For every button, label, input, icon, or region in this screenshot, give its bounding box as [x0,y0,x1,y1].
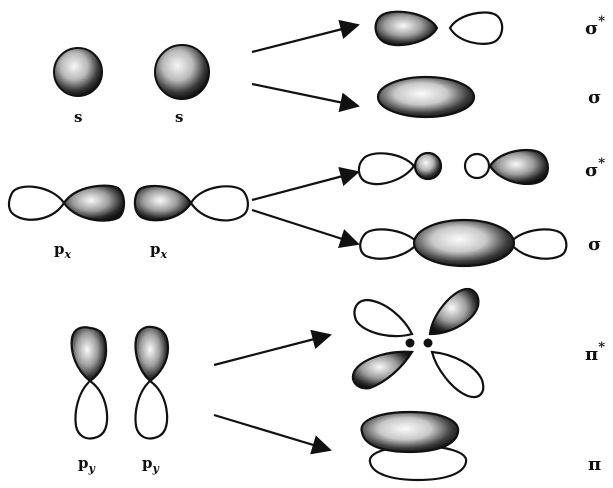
label-sigma-star-s: σ* [585,14,605,39]
s-orbital-right [154,44,210,100]
label-px-left: px [54,240,72,261]
label-s-left: s [74,108,82,126]
py-right-lobe-open [134,379,169,440]
sigma-star-s-lobe-open [448,11,504,45]
sigma-p-lobe-left-open [359,228,420,260]
arrow-to-pi [213,413,332,455]
sigma-star-p-ball-shaded [413,151,443,181]
sigma-star-p-lobe-open [357,152,416,186]
py-right-lobe-shaded [134,325,170,383]
label-s-right: s [175,108,183,126]
sigma-p-lobe-right-open [508,228,568,260]
label-px-right: px [150,240,168,261]
label-pi-star: π* [585,340,605,365]
sigma-p-center-shaded [412,218,516,268]
py-left-lobe-open [74,379,109,440]
label-sigma-p: σ [588,234,601,255]
label-py-left: py [78,454,97,475]
pi-star-lobe-lower-right-open [430,350,485,399]
px-right-lobe-shaded [133,184,193,222]
arrow-to-pi-star [213,329,332,367]
pi-star-lobe-upper-left-open [353,298,414,338]
label-py-right: py [142,454,161,475]
s-orbital-left [53,47,103,97]
pi-star-node-dot-left [405,338,415,348]
py-left-lobe-shaded [70,326,108,383]
arrow-to-sigma-star-p [251,166,360,202]
sigma-star-s-lobe-shaded [374,10,439,47]
label-sigma-s: σ [588,87,601,108]
px-right-lobe-open [189,185,249,222]
pi-star-node-dot-right [423,338,433,348]
arrow-to-sigma-star-s [251,19,360,54]
sigma-star-p-ball-open [463,152,491,180]
pi-star-lobe-upper-right-shaded [428,288,480,336]
px-left-lobe-shaded [62,184,126,222]
sigma-star-p-lobe-shaded [488,148,549,185]
px-left-lobe-open [7,185,66,221]
label-pi: π [588,454,601,475]
label-sigma-star-p: σ* [585,156,605,181]
pi-star-lobe-lower-left-shaded [351,350,414,390]
sigma-s-orbital [376,75,476,119]
arrow-to-sigma-s [251,82,360,113]
pi-upper-lobe-shaded [360,410,460,454]
arrow-to-sigma-p [251,208,360,248]
